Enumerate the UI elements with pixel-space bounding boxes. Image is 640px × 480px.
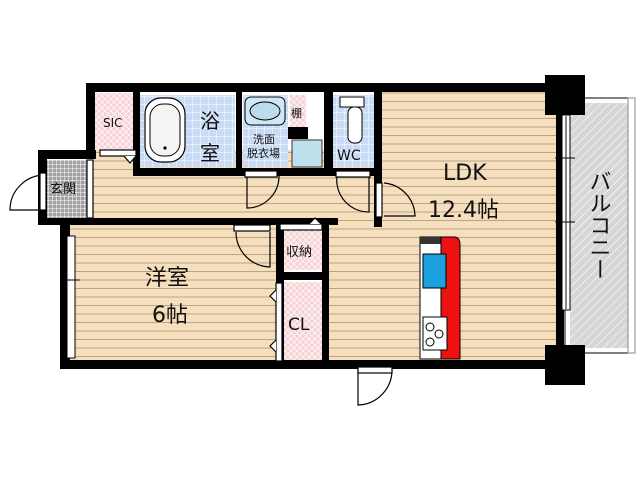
balcony bbox=[564, 97, 636, 354]
balcony-label: バルコニー bbox=[586, 170, 611, 280]
washer-pan bbox=[291, 139, 323, 168]
washbasin-icon bbox=[244, 96, 286, 126]
western-room-label: 洋室 bbox=[145, 266, 189, 291]
shelf-floor bbox=[290, 95, 306, 127]
storage-label: 収納 bbox=[286, 245, 312, 260]
wc-label: WC bbox=[337, 148, 361, 164]
sink-icon bbox=[422, 253, 447, 289]
bath-label-2: 室 bbox=[200, 141, 220, 165]
entrance-label: 玄関 bbox=[50, 182, 76, 197]
ldk-floor bbox=[378, 90, 563, 366]
shelf-label: 棚 bbox=[291, 106, 302, 120]
kitchen-counter bbox=[419, 236, 461, 360]
toilet-icon bbox=[339, 96, 365, 144]
washroom-label-2: 脱衣場 bbox=[247, 146, 280, 160]
western-room-floor bbox=[70, 225, 280, 363]
bathtub-icon bbox=[144, 97, 186, 163]
washroom-label-1: 洗面 bbox=[253, 133, 275, 146]
doors bbox=[9, 149, 416, 406]
bath-label-1: 浴 bbox=[200, 109, 220, 133]
closet-label: CL bbox=[288, 315, 310, 335]
closet-floor bbox=[282, 282, 322, 362]
ldk-label: LDK bbox=[443, 161, 487, 186]
entrance-floor bbox=[47, 160, 91, 220]
windows bbox=[60, 114, 575, 359]
ldk-lower-floor bbox=[325, 225, 380, 363]
sic-floor bbox=[95, 93, 133, 150]
ldk-size: 12.4帖 bbox=[428, 198, 499, 223]
storage-floor bbox=[282, 230, 322, 270]
sic-label: SIC bbox=[103, 116, 123, 130]
western-room-size: 6帖 bbox=[152, 303, 188, 328]
